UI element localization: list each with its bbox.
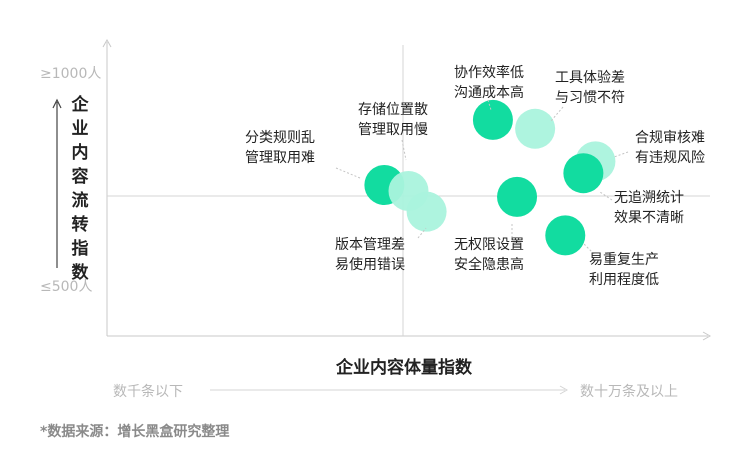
leader-line [401, 139, 407, 161]
leader-line [550, 106, 564, 122]
x-axis-title: 企业内容体量指数 [335, 357, 473, 378]
point-label-line: 管理取用慢 [358, 121, 428, 138]
point-label-line: 易重复生产 [589, 251, 659, 268]
point-label: 合规审核难有违规风险 [635, 130, 705, 166]
point-label-line: 沟通成本高 [454, 84, 524, 101]
point-label-line: 易使用错误 [335, 256, 405, 273]
point-label: 分类规则乱管理取用难 [245, 130, 315, 166]
y-axis-title: 企业内容流转指数 [71, 94, 90, 283]
y-axis-title-char: 业 [72, 119, 89, 139]
point-label: 无权限设置安全隐患高 [454, 237, 524, 273]
y-title-arrow-head [52, 98, 62, 109]
point-label: 协作效率低沟通成本高 [454, 64, 524, 101]
bubble-point [406, 191, 447, 232]
bubble-point [497, 176, 538, 217]
point-label-line: 与习惯不符 [555, 89, 625, 106]
point-label: 版本管理差易使用错误 [335, 237, 405, 273]
y-high-label: ≥1000人 [40, 66, 101, 82]
y-low-label: ≤500人 [40, 279, 92, 295]
point-label-line: 协作效率低 [454, 64, 524, 81]
point-label-line: 合规审核难 [635, 130, 705, 146]
point-label-line: 存储位置散 [358, 102, 428, 118]
point-label: 易重复生产利用程度低 [589, 251, 659, 288]
point-label: 存储位置散管理取用慢 [358, 102, 428, 138]
point-label-line: 无权限设置 [454, 237, 524, 253]
x-high-label: 数十万条及以上 [580, 383, 678, 400]
leader-line [335, 167, 361, 179]
y-axis-title-char: 指 [72, 238, 89, 259]
point-label-line: 有违规风险 [635, 150, 705, 166]
x-low-label: 数千条以下 [113, 383, 183, 400]
point-label-line: 利用程度低 [589, 272, 659, 288]
point-label-line: 效果不清晰 [614, 210, 684, 226]
leader-line [599, 191, 613, 201]
y-axis-title-char: 数 [72, 262, 90, 283]
x-axis-arrow [702, 331, 712, 341]
point-label-line: 管理取用难 [245, 150, 315, 166]
leader-line [582, 242, 595, 255]
bubble-point [563, 153, 604, 194]
x-range-arrow [559, 385, 569, 395]
point-label-line: 无追溯统计 [614, 190, 684, 206]
point-label-line: 工具体验差 [555, 70, 625, 86]
point-label-line: 版本管理差 [335, 237, 405, 253]
y-axis-title-char: 容 [72, 166, 89, 187]
point-label: 无追溯统计效果不清晰 [614, 190, 684, 226]
y-axis-title-char: 流 [72, 190, 89, 211]
y-axis-arrow [102, 38, 112, 48]
leader-line [487, 99, 492, 111]
leader-line [613, 151, 629, 158]
bubble-point [515, 108, 556, 149]
source-note: *数据来源：增长黑盒研究整理 [40, 423, 229, 440]
leader-lines-layer [335, 99, 629, 255]
y-axis-title-char: 企 [71, 94, 90, 115]
point-label-line: 分类规则乱 [245, 130, 315, 146]
y-axis-title-char: 内 [72, 142, 89, 163]
point-label-line: 安全隐患高 [454, 256, 524, 273]
bubble-point [472, 99, 513, 140]
point-label: 工具体验差与习惯不符 [555, 70, 625, 106]
y-axis-title-char: 转 [72, 214, 89, 235]
bubble-point [545, 215, 586, 256]
bubbles-layer [364, 99, 616, 256]
